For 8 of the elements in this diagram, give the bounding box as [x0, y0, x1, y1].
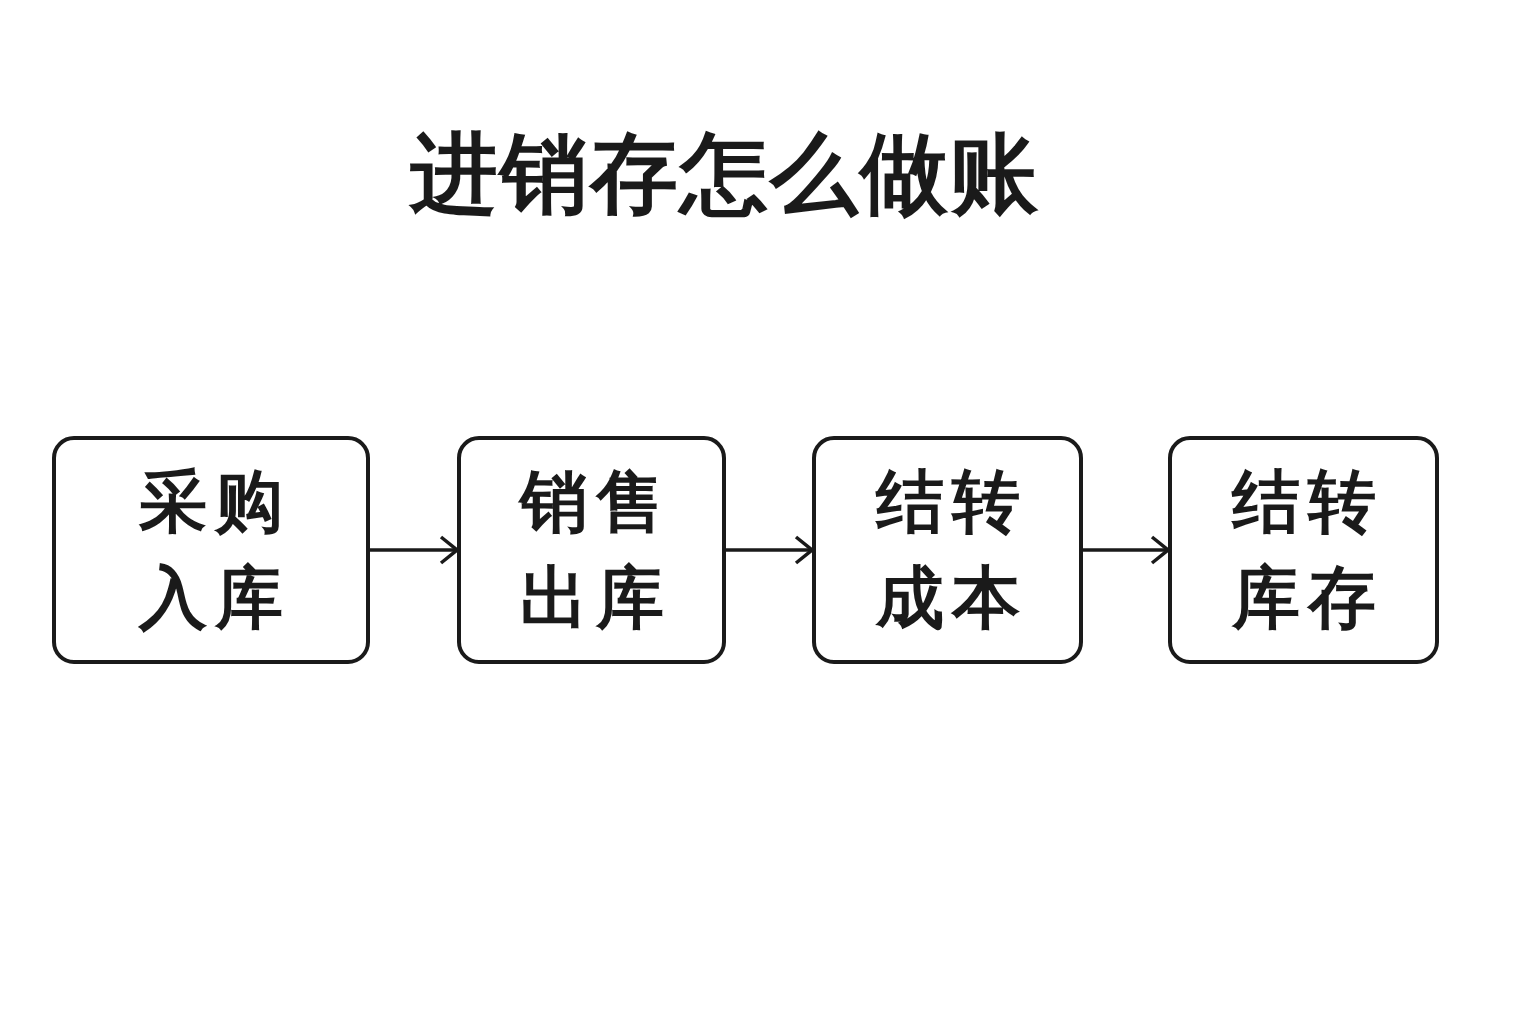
arrow [370, 535, 459, 565]
arrow [1083, 535, 1170, 565]
process-box: 采购入库 [52, 436, 370, 664]
process-box: 销售出库 [457, 436, 726, 664]
arrow [726, 535, 814, 565]
process-box: 结转成本 [812, 436, 1083, 664]
title: 进销存怎么做账 [408, 121, 1041, 227]
process-box: 结转库存 [1168, 436, 1439, 664]
